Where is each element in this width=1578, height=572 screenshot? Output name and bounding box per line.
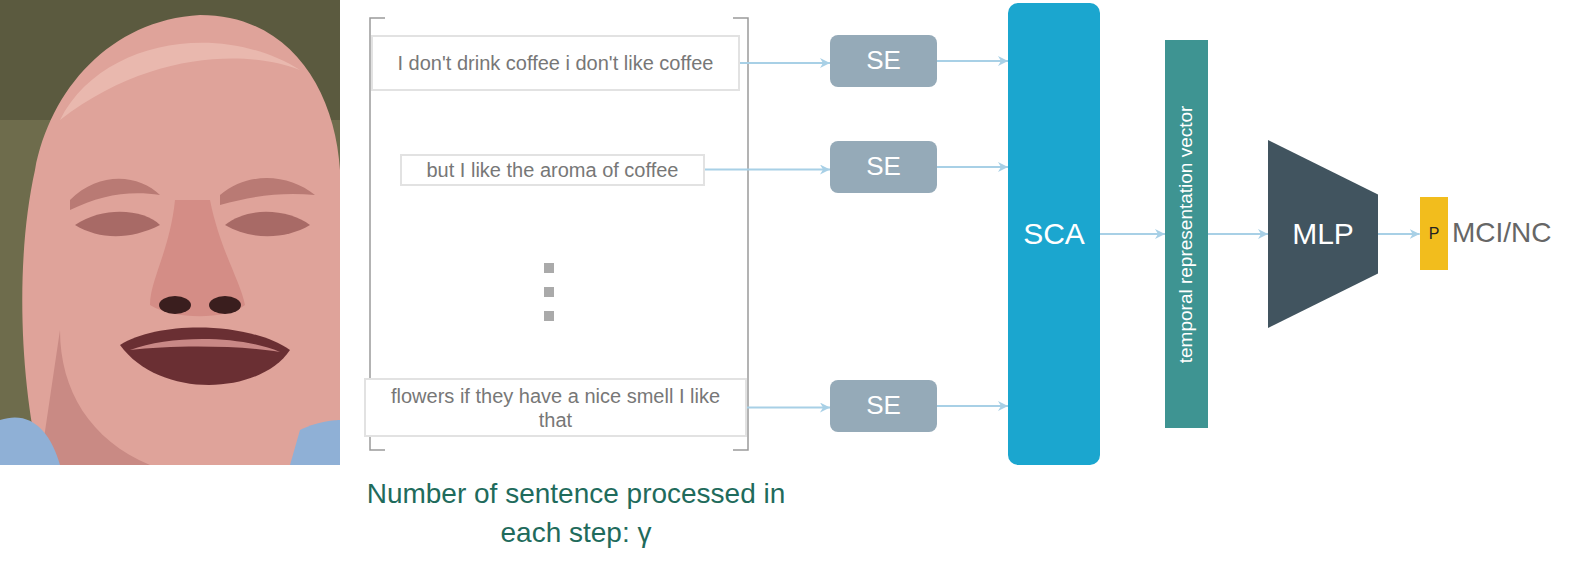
flow-arrow (705, 169, 830, 171)
flow-arrow (1100, 233, 1165, 235)
encoder-box: SE (830, 141, 937, 193)
vector-bar: temporal representation vector (1165, 40, 1208, 428)
trapezoid-shape (1268, 140, 1378, 328)
vertical-label: temporal representation vector (1175, 105, 1198, 363)
sentence-box: I don't drink coffee i don't like coffee (371, 35, 740, 91)
attention-box: SCA (1008, 3, 1100, 465)
caption-note: Number of sentence processed in each ste… (346, 474, 806, 552)
flow-arrow (937, 405, 1008, 407)
node-text: SE (860, 390, 907, 421)
flow-arrow (740, 62, 830, 64)
node-text: flowers if they have a nice smell I like… (367, 384, 744, 432)
node-text: but I like the aroma of coffee (420, 158, 684, 182)
node-text: P (1423, 224, 1446, 243)
flow-arrow (747, 407, 830, 409)
encoder-box: SE (830, 380, 937, 432)
flow-arrow (937, 60, 1008, 62)
node-text: SE (860, 45, 907, 76)
sentence-box: flowers if they have a nice smell I like… (364, 378, 747, 437)
flow-arrow (1378, 233, 1420, 235)
output-box: P (1420, 197, 1449, 270)
node-text: I don't drink coffee i don't like coffee (392, 51, 720, 75)
node-text: SE (860, 151, 907, 182)
sentence-box: but I like the aroma of coffee (400, 154, 705, 186)
flow-arrow (1208, 233, 1268, 235)
mlp-trapezoid: MLP (1268, 140, 1378, 328)
node-text: SCA (1017, 216, 1091, 252)
class-label: MCI/NC (1452, 213, 1572, 252)
face-photo (0, 0, 340, 465)
flow-arrow (937, 166, 1008, 168)
encoder-box: SE (830, 35, 937, 87)
node-text: MLP (1286, 216, 1360, 252)
